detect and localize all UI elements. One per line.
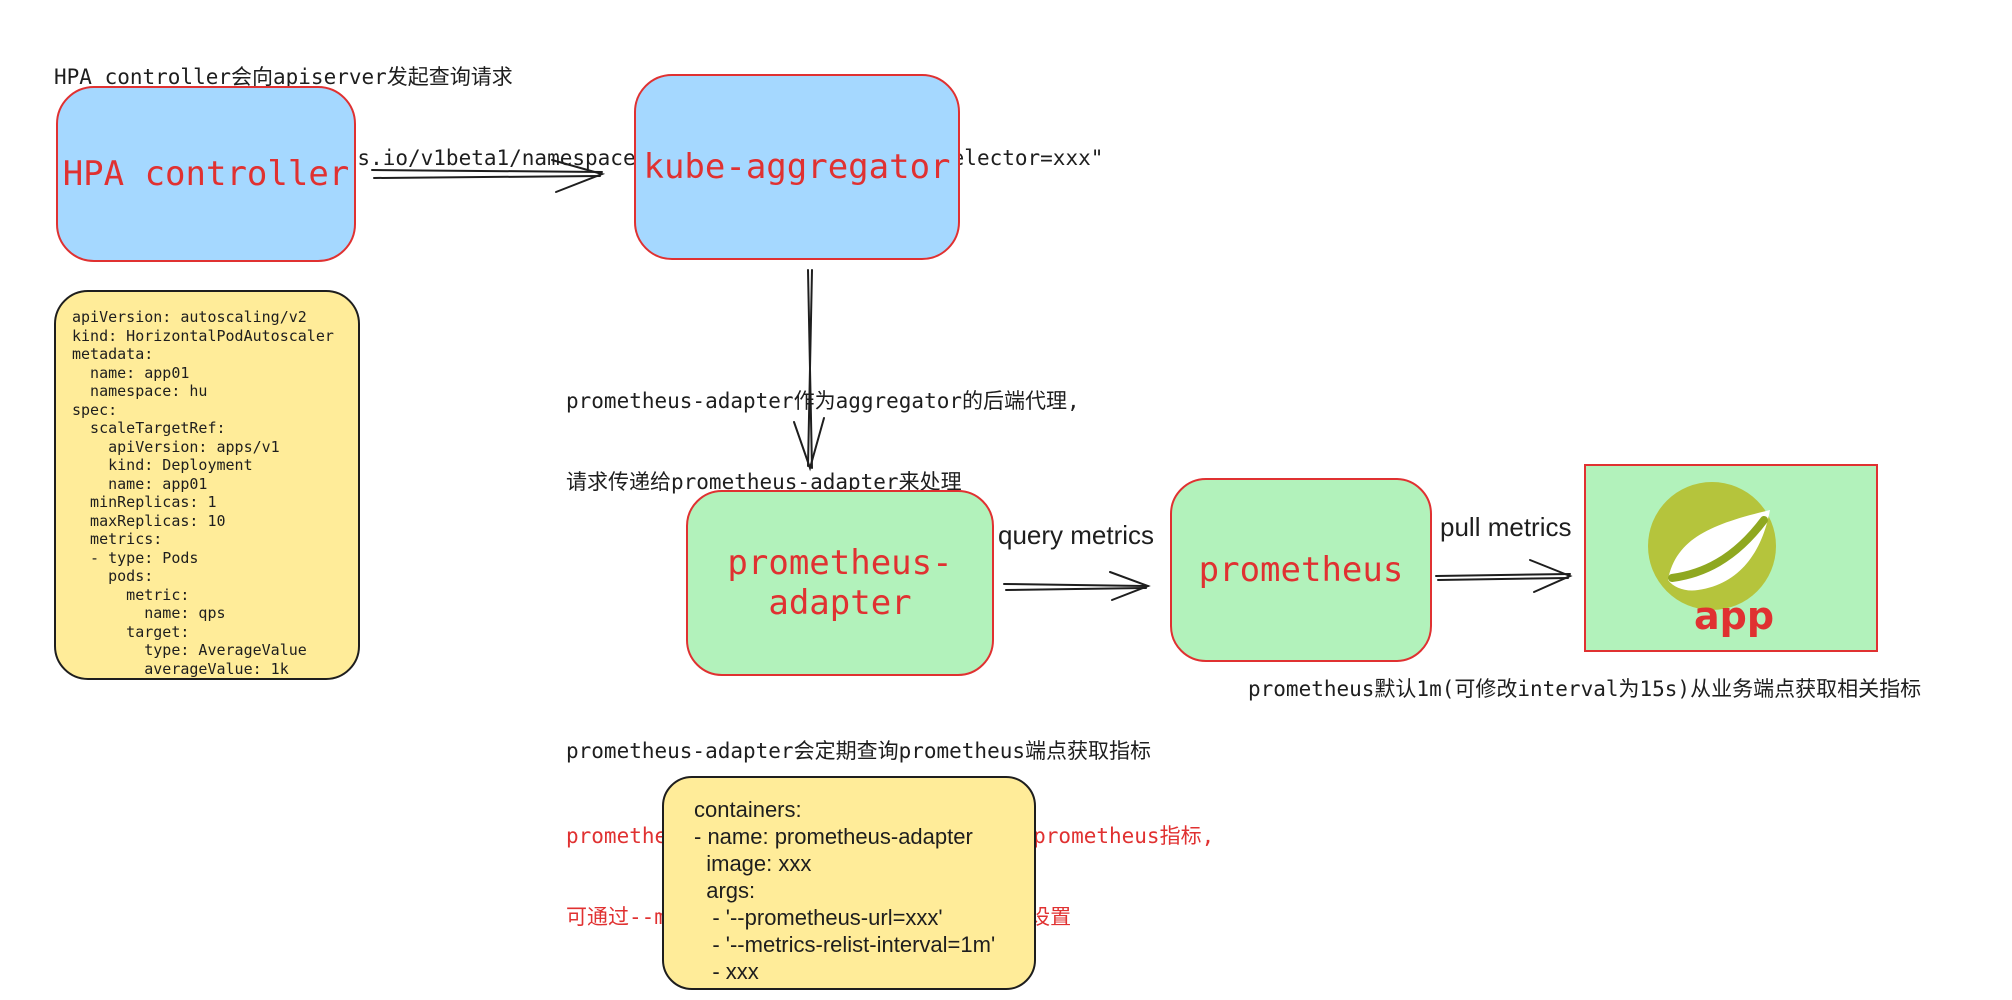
prometheus-note: prometheus默认1m(可修改interval为15s)从业务端点获取相关… bbox=[1248, 677, 1922, 701]
arrow-hpa-to-aggregator bbox=[371, 159, 606, 193]
header-note-line1: HPA controller会向apiserver发起查询请求 bbox=[54, 65, 513, 89]
aggregator-note-line1: prometheus-adapter作为aggregator的后端代理, bbox=[566, 389, 1080, 413]
arrow-prometheus-to-app bbox=[1435, 559, 1573, 593]
containers-yaml-card: containers: - name: prometheus-adapter i… bbox=[662, 776, 1036, 990]
prometheus-label: prometheus bbox=[1198, 550, 1404, 590]
pull-metrics-label: pull metrics bbox=[1440, 512, 1572, 542]
containers-yaml-text: containers: - name: prometheus-adapter i… bbox=[694, 797, 996, 984]
hpa-controller-node[interactable]: HPA controller bbox=[56, 86, 356, 262]
query-metrics-label: query metrics bbox=[998, 520, 1155, 550]
arrow-aggregator-to-adapter bbox=[793, 269, 825, 472]
prometheus-node[interactable]: prometheus bbox=[1170, 478, 1432, 662]
kube-aggregator-label: kube-aggregator bbox=[643, 147, 951, 187]
kube-aggregator-node[interactable]: kube-aggregator bbox=[634, 74, 960, 260]
hpa-controller-label: HPA controller bbox=[62, 154, 350, 194]
prometheus-adapter-node[interactable]: prometheus- adapter bbox=[686, 490, 994, 676]
hpa-yaml-text: apiVersion: autoscaling/v2 kind: Horizon… bbox=[72, 308, 334, 678]
adapter-note-line1: prometheus-adapter会定期查询prometheus端点获取指标 bbox=[566, 739, 1152, 763]
prometheus-adapter-label: prometheus- adapter bbox=[727, 543, 953, 623]
arrow-adapter-to-prometheus bbox=[1003, 571, 1151, 601]
app-logo-text: app bbox=[1694, 594, 1775, 638]
hpa-yaml-card: apiVersion: autoscaling/v2 kind: Horizon… bbox=[54, 290, 360, 680]
app-node[interactable]: app bbox=[1584, 464, 1878, 652]
app-logo-icon bbox=[1648, 482, 1776, 610]
